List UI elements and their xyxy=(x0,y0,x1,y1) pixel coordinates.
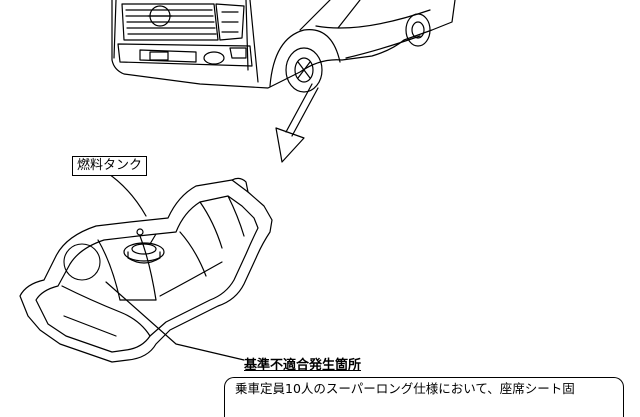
description-note-text: 乗車定員10人のスーパーロング仕様において、座席シート固 xyxy=(235,381,575,396)
description-note: 乗車定員10人のスーパーロング仕様において、座席シート固 xyxy=(224,377,624,417)
fuel-tank-label: 燃料タンク xyxy=(72,156,148,176)
recall-diagram: 燃料タンク 基準不適合発生箇所 乗車定員10人のスーパーロング仕様において、座席… xyxy=(19,0,624,417)
van-illustration xyxy=(111,0,456,93)
fuel-tank-illustration xyxy=(19,171,273,363)
defect-location-label: 基準不適合発生箇所 xyxy=(244,358,362,373)
line-drawing xyxy=(19,0,456,363)
leader-arrow xyxy=(275,83,319,163)
